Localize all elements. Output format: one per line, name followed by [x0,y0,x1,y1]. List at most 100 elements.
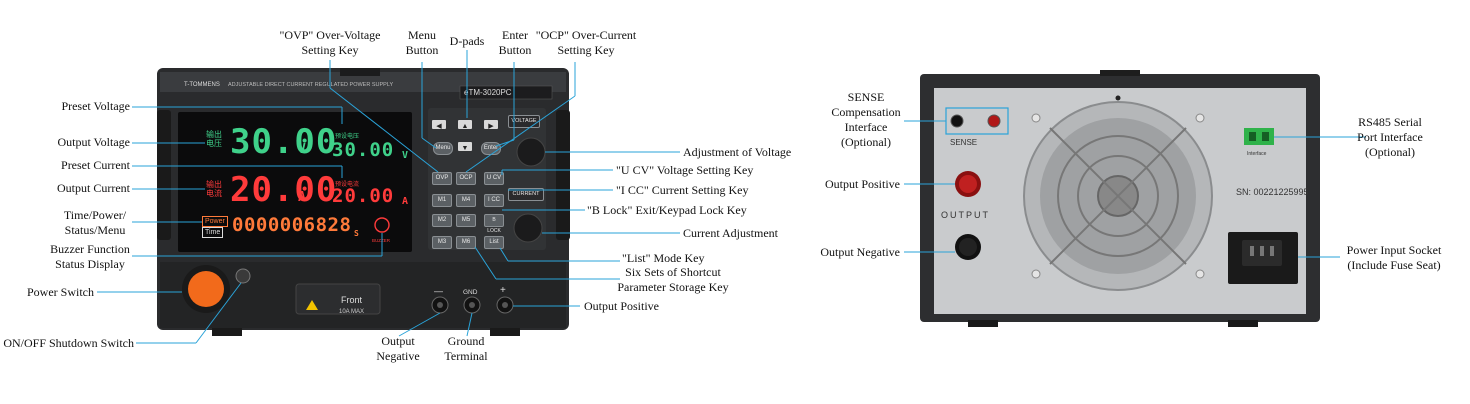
label-icc-key: "I CC" Current Setting Key [616,183,749,197]
m6-key[interactable]: M6 [456,236,476,249]
ucv-key[interactable]: U CV [484,172,504,185]
label-preset-current: Preset Current [61,158,130,172]
icc-key[interactable]: I CC [484,194,504,207]
label-dpads: D-pads [449,34,485,48]
m3-key[interactable]: M3 [432,236,452,249]
screw [1195,113,1205,123]
rear-sense-label: SENSE [950,138,978,147]
front-handle-top [340,68,380,76]
label-block-key: "B Lock" Exit/Keypad Lock Key [587,203,747,217]
screw [1031,269,1041,279]
preset-current-cn-label: 预设电流 [335,182,360,188]
foot [490,328,520,336]
output-current-cn-label: 输出电流 [206,180,222,198]
block-key[interactable]: B LOCK [484,214,504,234]
label-preset-voltage: Preset Voltage [61,99,130,113]
foot [212,328,242,336]
label-output-voltage: Output Voltage [57,135,130,149]
label-rear-output-negative: Output Negative [820,245,900,259]
svg-text:◀: ◀ [436,122,442,130]
ovp-key[interactable]: OVP [432,172,452,185]
front-port-rating: 10A MAX [339,309,365,315]
ocp-key[interactable]: OCP [456,172,476,185]
buzzer-text: BUZZER [372,238,390,243]
right-handle [556,110,570,240]
front-port-label: Front [341,295,363,305]
voltage-knob-label: VOLTAGE [508,115,540,128]
preset-voltage-readout: 30.00 [332,139,395,161]
power-indicator-label: Power [202,216,228,227]
right-arrow-key[interactable] [484,120,498,129]
label-output-current: Output Current [57,181,130,195]
left-arrow-key[interactable] [432,120,446,129]
minus-label: — [434,286,443,296]
up-arrow-key[interactable] [458,120,472,129]
output-current-unit: A [298,190,307,205]
interface-text: Interface [1247,151,1267,157]
label-adj-voltage: Adjustment of Voltage [683,145,792,159]
output-voltage-readout: 30.00 [230,122,338,162]
time-suffix: S [354,229,360,238]
warning-icon [306,300,318,310]
label-list-key: "List" Mode Key [622,251,705,265]
current-knob[interactable] [513,213,543,243]
m1-key[interactable]: M1 [432,194,452,207]
label-time-power: Time/Power/Status/Menu [63,208,127,237]
time-indicator-label: Time [202,227,224,238]
output-voltage-unit: V [298,142,307,157]
screw [1195,269,1205,279]
svg-text:▲: ▲ [462,122,469,130]
display-window [178,112,412,252]
preset-voltage-unit: V [402,150,410,161]
preset-voltage-cn-label: 预设电压 [335,134,360,140]
product-line-text: ADJUSTABLE DIRECT CURRENT REGULATED POWE… [228,82,394,88]
m2-key[interactable]: M2 [432,214,452,227]
preset-current-readout: 20.00 [332,185,395,207]
label-current-adj: Current Adjustment [683,226,778,240]
label-front-output-positive: Output Positive [584,299,660,313]
svg-text:▼: ▼ [462,144,469,152]
foot [968,320,998,327]
down-arrow-key[interactable] [458,142,472,151]
gnd-label: GND [463,289,478,296]
rear-output-label: OUTPUT [941,210,990,220]
foot [1228,320,1258,327]
brand-text: T-TOMMENS [184,82,220,88]
label-ucv-key: "U CV" Voltage Setting Key [616,163,754,177]
rear-handle-top [1100,70,1140,76]
buzzer-indicator [374,217,390,233]
model-text: eTM-3020PC [464,88,512,97]
label-power-socket: Power Input Socket(Include Fuse Seat) [1346,243,1442,272]
sense-negative-jack[interactable] [950,114,964,128]
m4-key[interactable]: M4 [456,194,476,207]
svg-text:▶: ▶ [488,122,494,130]
onoff-shutdown-switch[interactable] [235,268,251,284]
plus-label: + [500,285,506,296]
fan-grille-ring [1057,135,1179,257]
m5-key[interactable]: M5 [456,214,476,227]
front-port-plate [295,283,381,315]
output-voltage-cn-label: 输出电压 [206,130,222,148]
model-plate [459,85,553,100]
label-onoff-switch: ON/OFF Shutdown Switch [3,336,134,350]
serial-number: SN: 00221225995 [1236,187,1309,197]
sense-positive-jack[interactable] [987,114,1001,128]
menu-key[interactable]: Menu [433,142,453,155]
label-power-switch: Power Switch [27,285,94,299]
power-switch[interactable] [188,271,224,307]
label-rear-output-positive: Output Positive [824,177,900,191]
list-key[interactable]: List [484,236,504,249]
preset-current-unit: A [402,196,410,207]
